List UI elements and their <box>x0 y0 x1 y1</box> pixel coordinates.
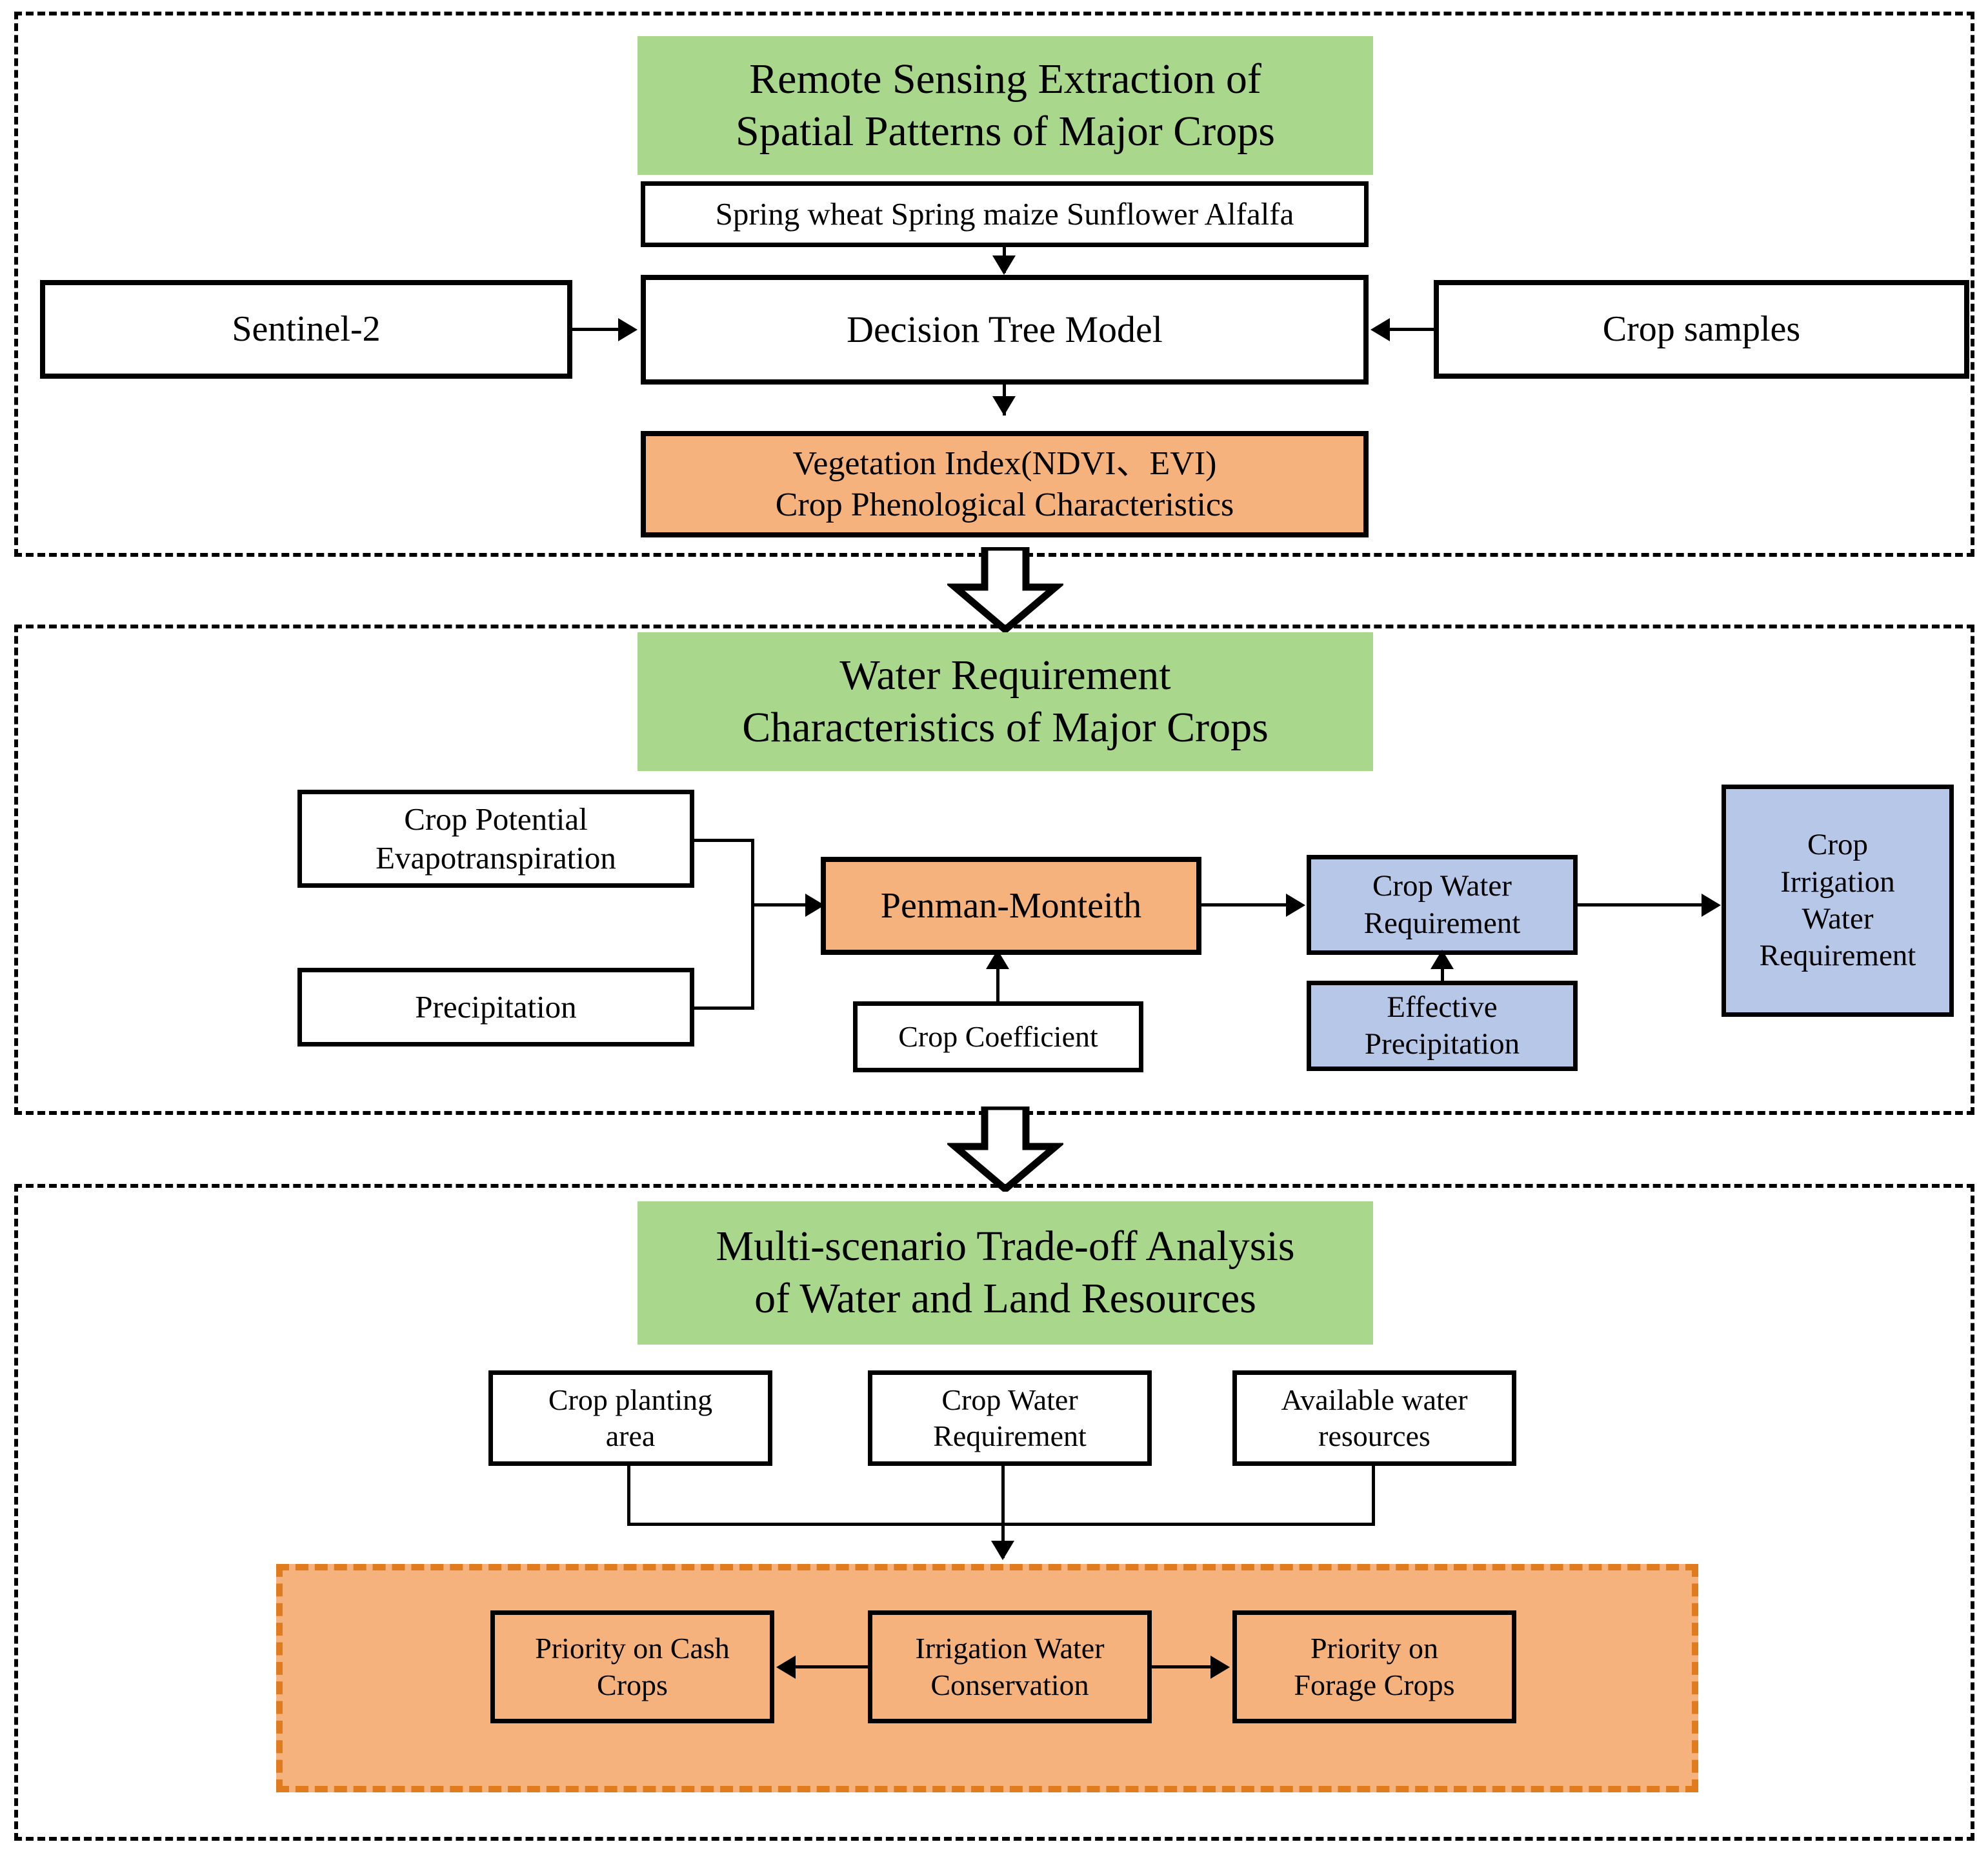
connector-cwr-to-ciwr <box>1578 903 1713 906</box>
arrowhead-center-to-right-scenario <box>1210 1656 1230 1679</box>
connector-available-water-down <box>1372 1466 1375 1526</box>
connector-center-to-right-scenario <box>1152 1665 1216 1668</box>
section2-banner: Water Requirement Characteristics of Maj… <box>638 632 1373 771</box>
connector-center-to-left-scenario <box>790 1665 868 1668</box>
scenario-priority-cash-crops: Priority on Cash Crops <box>490 1610 774 1723</box>
arrowhead-center-to-left-scenario <box>776 1656 796 1679</box>
connector-join-to-penman <box>751 903 812 906</box>
arrowhead-effprecip-to-cwr <box>1431 950 1454 969</box>
block-arrow-section2-to-section3 <box>945 1103 1066 1194</box>
block-arrow-down-icon-2 <box>945 1103 1066 1194</box>
section3-input-crop-water-requirement: Crop Water Requirement <box>868 1370 1152 1466</box>
section2-input-potential-evapotranspiration: Crop Potential Evapotranspiration <box>297 790 694 888</box>
connector-precip-right-stub <box>694 1007 754 1010</box>
block-arrow-section1-to-section2 <box>945 543 1066 635</box>
scenario-priority-forage-crops: Priority on Forage Crops <box>1232 1610 1516 1723</box>
connector-coefficient-to-penman <box>996 954 999 1004</box>
section3-input-available-water-resources: Available water resources <box>1232 1370 1516 1466</box>
section1-output-vegetation-index: Vegetation Index(NDVI、EVI) Crop Phenolog… <box>641 431 1369 537</box>
section1-left-input-sentinel2: Sentinel-2 <box>40 280 572 379</box>
section3-input-crop-planting-area: Crop planting area <box>488 1370 772 1466</box>
connector-cwr-down-to-scenarios <box>1001 1466 1005 1558</box>
section2-crop-coefficient: Crop Coefficient <box>853 1001 1143 1072</box>
section2-crop-irrigation-water-requirement: Crop Irrigation Water Requirement <box>1722 785 1954 1017</box>
connector-sentinel2-to-model <box>572 328 624 331</box>
section2-effective-precipitation: Effective Precipitation <box>1307 981 1578 1071</box>
connector-inputs-merge-bar <box>627 1523 1375 1526</box>
section2-crop-water-requirement: Crop Water Requirement <box>1307 855 1578 955</box>
section2-method-penman-monteith: Penman-Monteith <box>821 857 1201 955</box>
section1-right-input-crop-samples: Crop samples <box>1434 280 1969 379</box>
arrowhead-coefficient-to-penman <box>986 950 1009 969</box>
connector-planting-area-down <box>627 1466 630 1526</box>
arrowhead-inputs-to-scenarios <box>991 1541 1014 1560</box>
block-arrow-down-icon <box>945 543 1066 635</box>
arrowhead-sentinel2-to-model <box>618 318 638 341</box>
arrowhead-crops-to-model <box>992 255 1016 275</box>
section2-input-precipitation: Precipitation <box>297 968 694 1047</box>
connector-pet-right-stub <box>694 839 754 842</box>
arrowhead-cropsamples-to-model <box>1371 318 1390 341</box>
arrowhead-cwr-to-ciwr <box>1702 894 1721 917</box>
arrowhead-penman-to-cwr <box>1286 894 1305 917</box>
section1-decision-tree-model: Decision Tree Model <box>641 275 1369 385</box>
section1-crops-row: Spring wheat Spring maize Sunflower Alfa… <box>641 181 1369 247</box>
scenario-irrigation-water-conservation: Irrigation Water Conservation <box>868 1610 1152 1723</box>
arrowhead-model-to-output <box>992 396 1016 416</box>
section-multiscenario-tradeoff <box>14 1184 1974 1841</box>
connector-cropsamples-to-model <box>1385 328 1436 331</box>
section1-banner: Remote Sensing Extraction of Spatial Pat… <box>638 36 1373 175</box>
section3-banner: Multi-scenario Trade-off Analysis of Wat… <box>638 1201 1373 1345</box>
connector-inputs-vertical-join <box>751 839 754 1010</box>
connector-penman-to-cwr <box>1201 903 1298 906</box>
